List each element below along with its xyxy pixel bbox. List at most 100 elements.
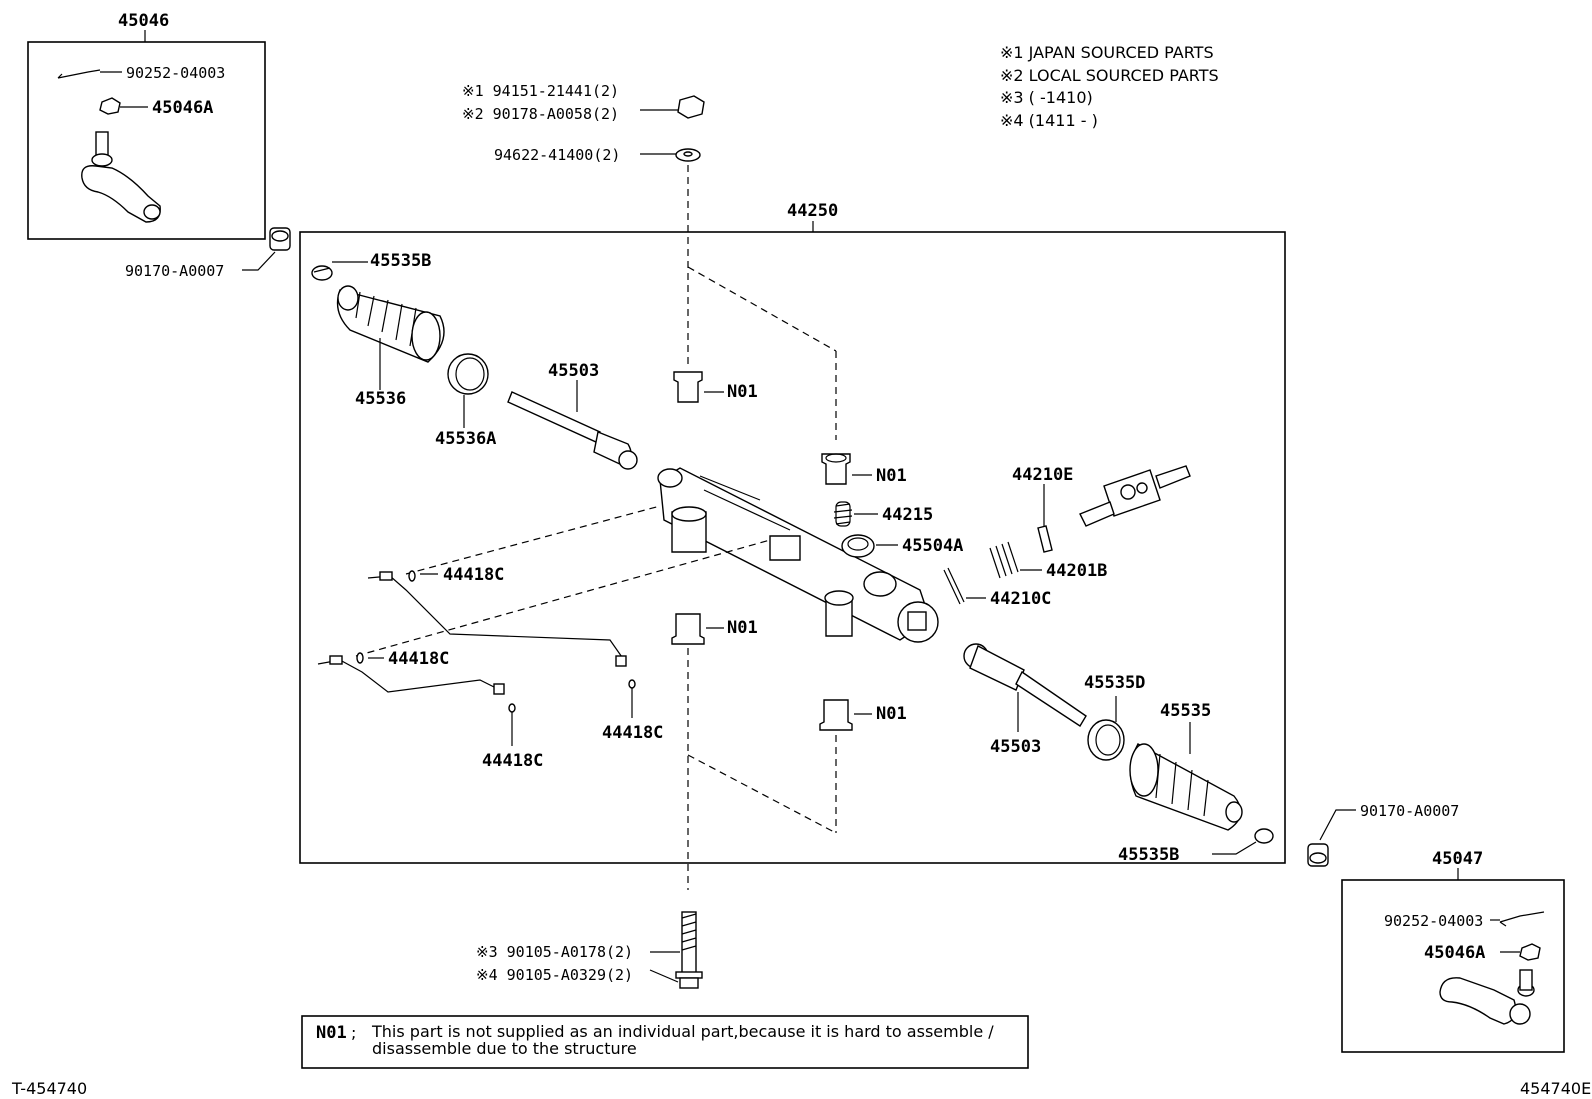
collar-icon: [819, 699, 853, 731]
seal-rings[interactable]: 44201B: [989, 541, 1107, 581]
left-boot-band[interactable]: 45536A: [435, 353, 496, 449]
oring-1-label: 44418C: [443, 565, 504, 585]
bolt-2-label: ※4 90105-A0329(2): [476, 966, 633, 984]
right-kit-nut-label: 45046A: [1424, 943, 1485, 963]
n01-collar-bottom-right[interactable]: N01: [819, 699, 907, 731]
seal-rings-label: 44201B: [1046, 561, 1107, 581]
tie-rod-end-icon: [81, 131, 161, 223]
clamp-icon: [1254, 828, 1274, 844]
pressure-tube-icon: [317, 571, 627, 695]
o-ring-3[interactable]: 44418C: [482, 703, 543, 771]
left-kit-box: [27, 41, 266, 240]
pin-icon: [943, 569, 961, 605]
left-rack-boot[interactable]: 45536: [336, 285, 445, 409]
left-clamp-label: 45535B: [370, 251, 431, 271]
note-3: ※3 ( -1410): [1000, 88, 1093, 107]
o-ring-icon: [408, 570, 416, 582]
footnote-separator: ;: [351, 1023, 356, 1042]
o-ring-icon: [508, 703, 516, 713]
left-tie-rod-end-kit[interactable]: 45046 90252-04003 45046A: [27, 11, 266, 240]
cotter-pin-icon: [1499, 911, 1545, 927]
assembly-label: 44250: [787, 201, 838, 221]
left-inner-tie-rod[interactable]: 45503: [507, 361, 638, 470]
boot-band-icon: [1087, 719, 1125, 761]
right-boot-clamp[interactable]: 45535B: [1118, 828, 1274, 865]
seal-rings-icon: [989, 541, 1019, 579]
left-band-label: 45536A: [435, 429, 496, 449]
rack-boot-icon: [336, 285, 445, 363]
bottom-bolts[interactable]: ※3 90105-A0178(2) ※4 90105-A0329(2): [476, 911, 703, 989]
washer-label: 94622-41400(2): [494, 146, 620, 164]
right-boot-band[interactable]: 45535D: [1084, 673, 1145, 761]
spring-icon: [833, 501, 853, 527]
figure-id-right: 454740E: [1520, 1079, 1591, 1098]
oring-4-label: 44418C: [602, 723, 663, 743]
cotter-pin-icon: [57, 69, 101, 79]
control-valve-icon: [1079, 465, 1191, 527]
right-kit-pin-label: 90252-04003: [1384, 912, 1483, 930]
castle-nut-icon: [99, 97, 121, 115]
rack-assembly-box: [299, 231, 1286, 864]
right-inner-tie-rod[interactable]: 45503: [963, 643, 1087, 757]
n01-collar-bottom-left[interactable]: N01: [671, 613, 758, 645]
right-tie-rod-end-kit[interactable]: 45047 90252-04003 45046A: [1341, 849, 1565, 1053]
note-1: ※1 JAPAN SOURCED PARTS: [1000, 43, 1214, 62]
valve-label: 44210E: [1012, 465, 1073, 485]
footnote-line-1: This part is not supplied as an individu…: [371, 1022, 994, 1041]
note-2: ※2 LOCAL SOURCED PARTS: [1000, 66, 1219, 85]
note-4: ※4 (1411 - ): [1000, 111, 1098, 130]
left-rod-label: 45503: [548, 361, 599, 381]
footnote-code: N01: [316, 1023, 347, 1043]
o-ring-1[interactable]: 44418C: [408, 565, 504, 585]
spring[interactable]: 44215: [833, 501, 933, 527]
sourcing-notes: ※1 JAPAN SOURCED PARTS ※2 LOCAL SOURCED …: [1000, 43, 1219, 130]
castle-nut-icon: [1519, 943, 1541, 961]
right-kit-box: [1341, 879, 1565, 1053]
footnote-box: N01 ; This part is not supplied as an in…: [301, 1015, 1029, 1069]
n01-collar-top-left[interactable]: N01: [673, 371, 758, 403]
boot-band-icon: [447, 353, 489, 395]
n01-collar-top-right[interactable]: N01: [821, 453, 907, 486]
rack-boot-icon: [1129, 743, 1243, 831]
oring-2-label: 44418C: [388, 649, 449, 669]
cap-label: 45504A: [902, 536, 963, 556]
pin[interactable]: 44210C: [943, 567, 1051, 609]
top-fastener-1-label: ※1 94151-21441(2): [462, 82, 619, 100]
footnote-line-2: disassemble due to the structure: [372, 1039, 637, 1058]
clamp-icon: [311, 265, 333, 281]
collar-icon: [821, 453, 851, 485]
n01-d-label: N01: [876, 704, 907, 724]
top-fastener-2-label: ※2 90178-A0058(2): [462, 105, 619, 123]
right-boot-label: 45535: [1160, 701, 1211, 721]
top-fasteners[interactable]: ※1 94151-21441(2) ※2 90178-A0058(2) 9462…: [462, 82, 705, 164]
right-lock-nut[interactable]: 90170-A0007: [1307, 802, 1459, 867]
tie-rod-end-icon: [1439, 969, 1535, 1025]
collar-icon: [673, 371, 703, 403]
o-ring-icon: [628, 679, 636, 689]
spring-label: 44215: [882, 505, 933, 525]
o-ring-2[interactable]: 44418C: [356, 649, 449, 669]
right-kit-label: 45047: [1432, 849, 1483, 869]
pin-label: 44210C: [990, 589, 1051, 609]
left-lock-nut[interactable]: 90170-A0007: [125, 227, 291, 280]
figure-id-left: T-454740: [11, 1079, 87, 1098]
bolt-1-label: ※3 90105-A0178(2): [476, 943, 633, 961]
mounting-dash-lines: [687, 165, 837, 890]
o-ring-4[interactable]: 44418C: [602, 679, 663, 743]
right-clamp-label: 45535B: [1118, 845, 1179, 865]
tie-rod-icon: [507, 391, 638, 470]
n01-b-label: N01: [876, 466, 907, 486]
right-rack-boot[interactable]: 45535: [1129, 701, 1243, 831]
rack-housing[interactable]: [657, 467, 939, 643]
right-lock-nut-label: 90170-A0007: [1360, 802, 1459, 820]
oring-3-label: 44418C: [482, 751, 543, 771]
control-valve[interactable]: 44210E: [1012, 465, 1191, 553]
flange-nut-icon: [677, 95, 705, 119]
pressure-tubes[interactable]: [317, 505, 771, 695]
left-boot-clamp[interactable]: 45535B: [311, 251, 431, 281]
tie-rod-icon: [963, 643, 1087, 727]
cap[interactable]: 45504A: [841, 534, 963, 558]
right-band-label: 45535D: [1084, 673, 1145, 693]
rack-housing-icon: [657, 467, 939, 643]
